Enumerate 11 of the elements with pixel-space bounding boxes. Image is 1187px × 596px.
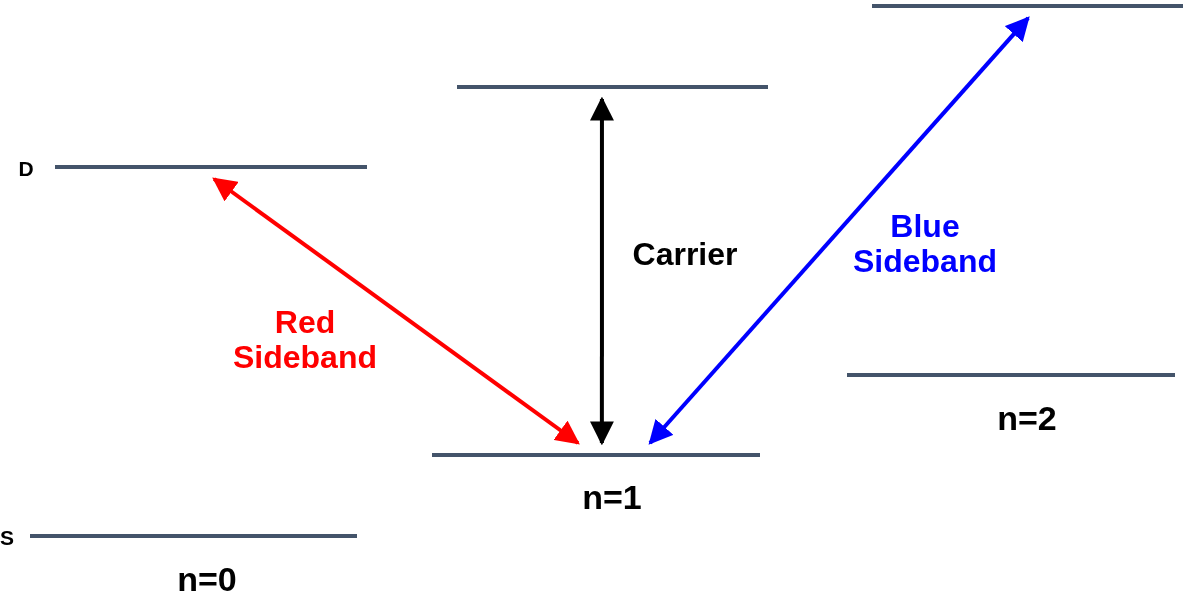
double-arrow xyxy=(212,177,580,445)
quantum-number-label: n=2 xyxy=(997,401,1057,435)
level-label: S xyxy=(0,526,14,548)
edge-label: Red Sideband xyxy=(232,304,378,376)
double-arrow xyxy=(589,96,614,446)
edge-label: Blue Sideband xyxy=(852,208,998,280)
level-label: D xyxy=(18,157,34,179)
double-arrow xyxy=(648,16,1030,445)
quantum-number-label: n=1 xyxy=(582,480,642,514)
quantum-number-label: n=0 xyxy=(177,562,237,596)
edge-label: Carrier xyxy=(631,237,739,273)
